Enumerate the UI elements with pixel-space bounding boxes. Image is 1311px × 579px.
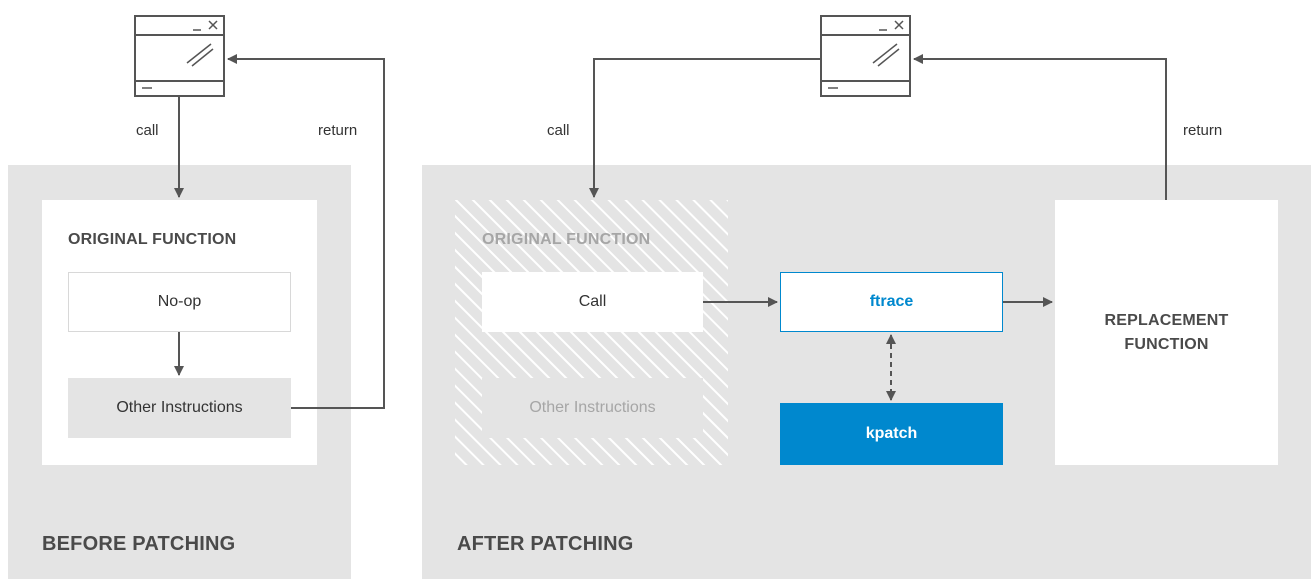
replacement-function-title-line2: FUNCTION [1124, 335, 1209, 353]
replacement-function-title-line1: REPLACEMENT [1104, 311, 1229, 329]
after-patching-label: AFTER PATCHING [457, 533, 634, 555]
application-window-icon [134, 15, 225, 97]
noop-box: No-op [68, 272, 291, 332]
kpatch-box: kpatch [780, 403, 1003, 465]
application-window-icon [820, 15, 911, 97]
after-return-label: return [1183, 122, 1223, 139]
before-call-label: call [136, 122, 159, 139]
faded-other-instructions-box: Other Instructions [482, 378, 703, 438]
faded-original-function-title: ORIGINAL FUNCTION [482, 231, 651, 248]
other-instructions-box: Other Instructions [68, 378, 291, 438]
replacement-function-box: REPLACEMENT FUNCTION [1055, 200, 1278, 465]
call-box: Call [482, 272, 703, 332]
ftrace-box: ftrace [780, 272, 1003, 332]
before-patching-label: BEFORE PATCHING [42, 533, 236, 555]
original-function-title: ORIGINAL FUNCTION [68, 231, 237, 248]
before-return-label: return [318, 122, 358, 139]
after-call-label: call [547, 122, 570, 139]
